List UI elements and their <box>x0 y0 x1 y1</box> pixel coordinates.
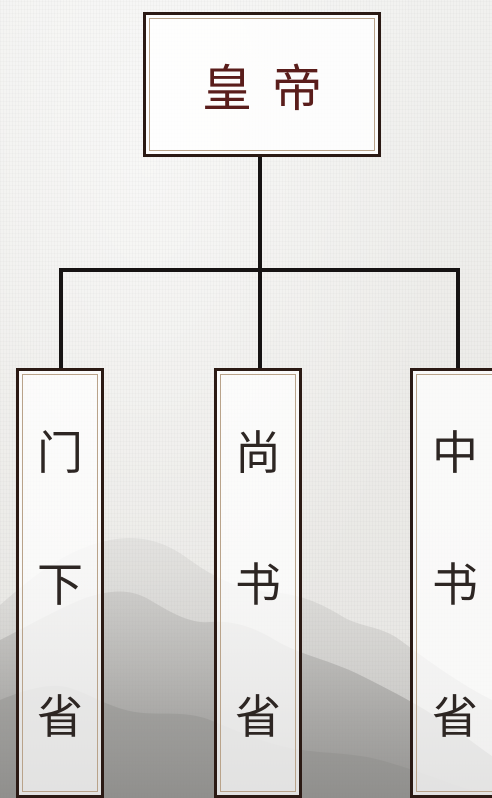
department-char: 门 <box>37 426 83 480</box>
department-char: 省 <box>235 690 281 744</box>
department-char: 尚 <box>235 426 281 480</box>
department-char: 下 <box>37 558 83 612</box>
department-char: 书 <box>432 558 478 612</box>
department-box-zhongshu: 中 书 省 <box>410 368 492 798</box>
connector-to-menxia <box>59 268 63 370</box>
department-char: 省 <box>432 690 478 744</box>
emperor-box: 皇帝 <box>143 12 381 157</box>
connector-to-zhongshu <box>456 268 460 370</box>
department-char: 中 <box>432 426 478 480</box>
department-char: 省 <box>37 690 83 744</box>
emperor-stem-line <box>258 157 262 270</box>
emperor-label: 皇帝 <box>202 59 342 118</box>
department-char: 书 <box>235 558 281 612</box>
department-box-shangshu: 尚 书 省 <box>214 368 302 798</box>
department-box-menxia: 门 下 省 <box>16 368 104 798</box>
connector-to-shangshu <box>258 268 262 370</box>
